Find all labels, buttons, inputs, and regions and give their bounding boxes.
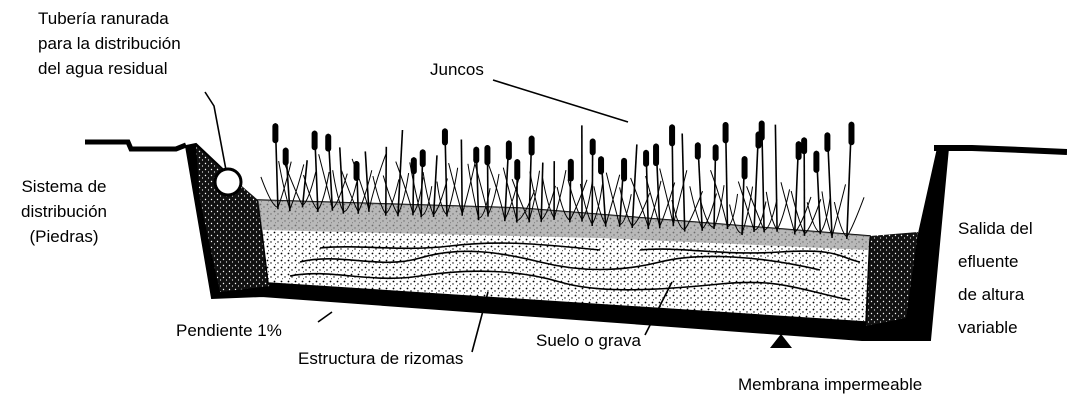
label-rhizomes: Estructura de rizomas: [298, 346, 463, 371]
cattail-head: [759, 121, 765, 141]
ground-line-left: [85, 142, 186, 149]
reed-leaf: [728, 194, 738, 227]
cattail-head: [529, 136, 535, 156]
reed-stalk: [632, 144, 637, 227]
cattail-head: [514, 159, 520, 180]
label-outlet: Salida del efluente de altura variable: [958, 212, 1033, 344]
reed-leaf: [832, 184, 845, 236]
slotted-pipe: [215, 169, 241, 195]
reed-leaf: [847, 197, 864, 237]
cattail-head: [484, 145, 490, 165]
cattail-head: [801, 137, 807, 154]
cattail-head: [568, 159, 574, 182]
reed-leaf: [369, 153, 386, 210]
label-membrane: Membrana impermeable: [738, 372, 922, 397]
reed-stalk: [775, 125, 777, 232]
cattail-head: [796, 141, 802, 160]
cattail-head: [742, 156, 748, 179]
cattail-head: [695, 142, 701, 159]
cattail-head: [598, 156, 604, 174]
label-slope: Pendiente 1%: [176, 318, 282, 343]
label-distribution-system: Sistema de distribución (Piedras): [4, 174, 124, 249]
reed-leaf: [711, 170, 728, 227]
cattail-head: [590, 139, 596, 156]
cattail-head: [723, 122, 729, 143]
reed-stalk: [386, 147, 387, 216]
label-soil: Suelo o grava: [536, 328, 641, 353]
reed-leaf: [781, 182, 795, 232]
cattail-head: [312, 131, 318, 151]
reed-leaf: [660, 168, 674, 224]
cattail-head: [813, 151, 819, 173]
cattail-head: [506, 140, 512, 160]
cattail-head: [442, 128, 448, 145]
cattail-head: [325, 134, 331, 152]
cattail-head: [713, 144, 719, 161]
cattail-head: [272, 123, 278, 143]
cattail-head: [643, 150, 649, 167]
cattail-head: [669, 124, 675, 146]
cattail-head: [621, 158, 627, 182]
reed-stalk: [682, 134, 685, 232]
label-reeds: Juncos: [430, 57, 484, 82]
ground-line-right: [934, 148, 1067, 152]
label-pipe: Tubería ranurada para la distribución de…: [38, 6, 181, 81]
cattail-head: [420, 149, 426, 167]
cattail-head: [848, 122, 854, 145]
reed-stalk: [461, 140, 462, 216]
reed-leaf: [738, 181, 754, 229]
membrane-pointer: [770, 334, 792, 348]
reed-leaf: [766, 192, 777, 230]
cattail-head: [653, 144, 659, 167]
cattail-head: [824, 132, 830, 152]
cattail-head: [283, 148, 289, 166]
